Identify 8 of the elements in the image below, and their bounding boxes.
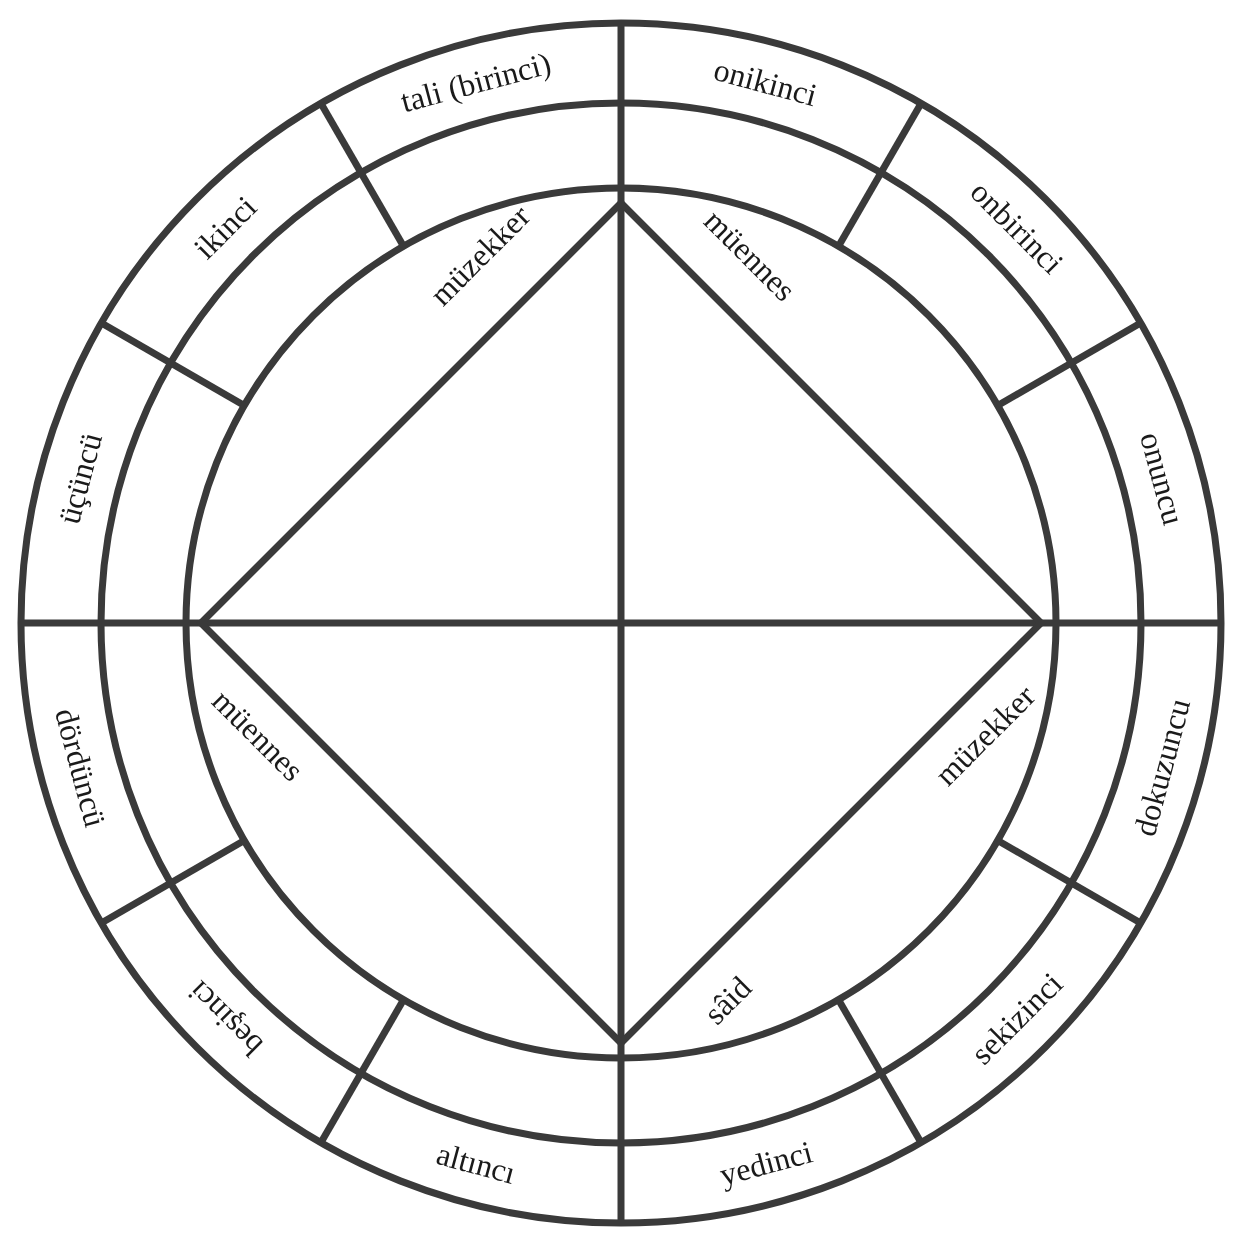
house-name: dördüncü: [46, 704, 114, 832]
house-name: onuncu: [1131, 427, 1193, 529]
house-name: tali (birinci): [396, 44, 555, 120]
house-name: altıncı: [432, 1135, 520, 1193]
house-name: onikinci: [710, 50, 822, 114]
side-label: sâid: [696, 968, 760, 1032]
house-name: yedinci: [715, 1133, 817, 1194]
house-name: üçüncü: [50, 428, 111, 528]
